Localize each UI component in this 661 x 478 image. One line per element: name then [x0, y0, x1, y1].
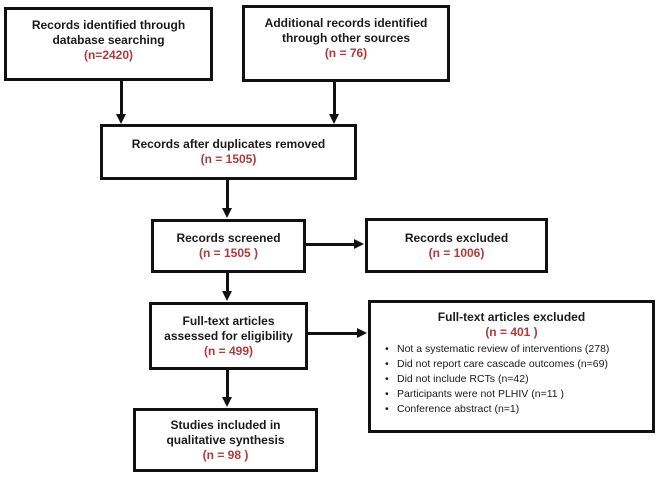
box-text-line: assessed for eligibility	[164, 328, 293, 343]
exclusion-reasons-list: Not a systematic review of interventions…	[377, 342, 646, 417]
box-text-line: qualitative synthesis	[166, 432, 285, 447]
arrow-identified-to-duplicates	[116, 81, 126, 124]
box-count: (n = 1505)	[200, 152, 257, 166]
box-additional-records: Additional records identified through ot…	[242, 5, 450, 82]
box-records-excluded: Records excluded (n = 1006)	[365, 218, 548, 273]
box-fulltext-assessed: Full-text articles assessed for eligibil…	[149, 302, 308, 370]
box-fulltext-excluded: Full-text articles excluded (n = 401 ) N…	[368, 300, 655, 433]
box-count: (n = 401 )	[485, 325, 538, 339]
box-text-line: Records after duplicates removed	[131, 137, 326, 151]
exclusion-reason: Participants were not PLHIV (n=11 )	[381, 387, 646, 402]
arrow-fulltext-to-included	[222, 370, 232, 407]
exclusion-reason: Did not report care cascade outcomes (n=…	[381, 357, 646, 372]
arrow-duplicates-to-screened	[222, 180, 232, 218]
box-text-line: Records identified through	[31, 18, 186, 32]
exclusion-reason: Did not include RCTs (n=42)	[381, 372, 646, 387]
arrow-screened-to-fulltext	[222, 273, 232, 301]
box-count: (n=2420)	[83, 48, 134, 62]
box-text-line: database searching	[52, 33, 165, 47]
arrow-fulltext-to-excluded	[308, 328, 367, 338]
box-count: (n = 76)	[324, 46, 368, 60]
box-title: Full-text articles excluded	[437, 310, 586, 324]
box-text-line: Full-text articles	[182, 313, 275, 328]
box-text-line: Records excluded	[404, 230, 509, 245]
box-count: (n = 1006)	[428, 245, 485, 260]
exclusion-reason: Conference abstract (n=1)	[381, 402, 646, 417]
box-count: (n = 98 )	[202, 447, 249, 462]
box-studies-included: Studies included in qualitative synthesi…	[133, 408, 318, 472]
box-duplicates-removed: Records after duplicates removed (n = 15…	[100, 124, 357, 180]
box-count: (n = 1505 )	[198, 246, 259, 260]
box-text-line: through other sources	[281, 31, 410, 45]
box-text-line: Records screened	[176, 231, 281, 245]
arrow-additional-to-duplicates	[329, 82, 339, 124]
box-text-line: Studies included in	[170, 417, 281, 432]
box-text-line: Additional records identified	[264, 16, 428, 30]
box-records-identified: Records identified through database sear…	[4, 7, 213, 81]
exclusion-reason: Not a systematic review of interventions…	[381, 342, 646, 357]
arrow-screened-to-excluded	[306, 239, 364, 249]
box-records-screened: Records screened (n = 1505 )	[151, 219, 306, 273]
box-count: (n = 499)	[203, 343, 254, 358]
